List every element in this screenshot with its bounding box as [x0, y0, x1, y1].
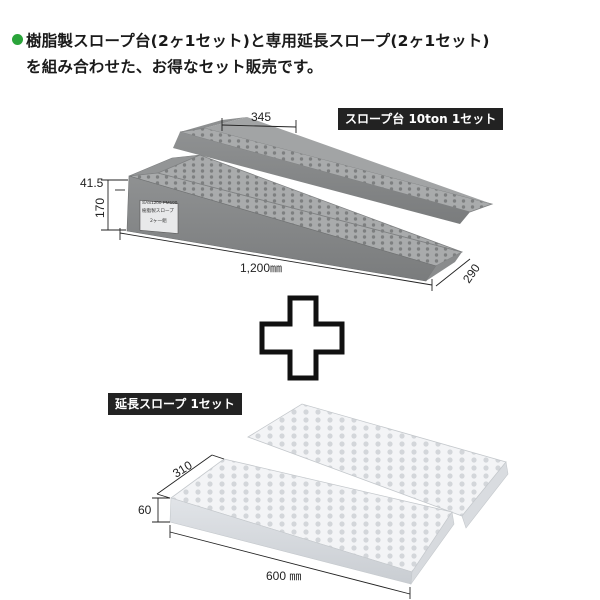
header-line-1: 樹脂製スロープ台(2ヶ1セット)と専用延長スロープ(2ヶ1セット) — [12, 28, 592, 54]
extension-set-label: 延長スロープ 1セット — [108, 393, 242, 415]
sticker-line-3: 2ヶ一組 — [150, 217, 167, 224]
white-ramp-back — [247, 403, 509, 529]
green-bullet-icon — [12, 34, 23, 45]
gray-ramp-front — [126, 154, 464, 282]
header-line-1-text: 樹脂製スロープ台(2ヶ1セット)と専用延長スロープ(2ヶ1セット) — [26, 32, 490, 50]
ramp-dimension-lines — [101, 118, 471, 291]
extension-dimension-lines — [152, 454, 411, 599]
ramp-sticker — [139, 199, 179, 234]
dim-ramp-width-top: 345 — [251, 110, 271, 124]
dim-extension-height: 60 — [138, 503, 152, 517]
plus-icon — [259, 295, 345, 381]
dim-extension-width: 310 — [170, 458, 195, 481]
dim-ramp-lip-height: 41.5 — [80, 176, 104, 190]
sticker-line-1: SAS1200 PM100 — [142, 200, 178, 205]
sticker-line-2: 樹脂製スロープ — [142, 207, 174, 214]
description-header: 樹脂製スロープ台(2ヶ1セット)と専用延長スロープ(2ヶ1セット) を組み合わせ… — [12, 28, 592, 80]
dim-ramp-length: 1,200㎜ — [240, 261, 282, 275]
gray-ramp-back — [173, 117, 494, 224]
dim-ramp-height: 170 — [93, 198, 107, 218]
ramp-set-label: スロープ台 10ton 1セット — [338, 108, 504, 130]
header-line-2: を組み合わせた、お得なセット販売です。 — [26, 58, 323, 76]
dim-extension-length: 600 ㎜ — [266, 569, 301, 583]
white-ramp-front — [169, 458, 455, 586]
